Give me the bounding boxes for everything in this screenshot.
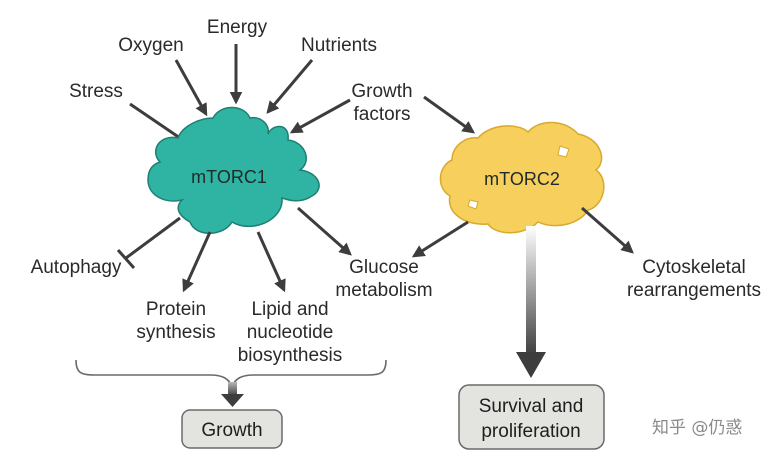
inhibition-mtorc1-to-autophagy [116, 216, 181, 269]
arrow-mtorc2-to-cytoskeletal [581, 206, 634, 254]
input-oxygen-label: Oxygen [118, 35, 183, 56]
mtorc2-label: mTORC2 [484, 169, 560, 189]
mtorc2-fragment-shape [467, 199, 479, 210]
output-glucose-metabolism-line2: metabolism [335, 280, 432, 301]
arrow-mtorc1-to-lipid-biosynthesis [256, 231, 286, 293]
survival-box-label-line1: Survival and [479, 396, 584, 417]
watermark-text: 知乎 @仍惑 [652, 418, 742, 438]
mtorc2-fragment-shape [557, 145, 570, 158]
input-nutrients-label: Nutrients [301, 35, 377, 56]
arrow-mtorc1-to-protein-synthesis [182, 231, 212, 293]
arrow-mtorc2-to-glucose-metabolism [411, 220, 469, 258]
growth-arrow-head [221, 394, 244, 407]
output-protein-synthesis-line1: Protein [146, 299, 206, 320]
growth-box [181, 409, 283, 449]
output-glucose-metabolism-line1: Glucose [349, 257, 419, 278]
mtorc1-label: mTORC1 [191, 167, 267, 187]
input-growth-factors-label-line2: factors [353, 104, 410, 125]
arrow-nutrients-to-mtorc1 [266, 59, 314, 114]
growth-box-label: Growth [201, 420, 262, 441]
growth-arrow-shaft [228, 382, 237, 396]
output-lipid-nucleotide-line3: biosynthesis [238, 345, 343, 366]
output-autophagy-label: Autophagy [31, 257, 122, 278]
output-protein-synthesis-line2: synthesis [136, 322, 215, 343]
arrow-growth-factors-to-mtorc1 [289, 98, 351, 134]
output-cytoskeletal-line2: rearrangements [627, 280, 761, 301]
arrow-growth-factors-to-mtorc2 [423, 95, 476, 134]
output-lipid-nucleotide-line1: Lipid and [251, 299, 328, 320]
arrow-mtorc1-to-glucose-metabolism [297, 206, 352, 256]
survival-box-label-line2: proliferation [481, 421, 580, 442]
survival-arrow-head [516, 352, 546, 378]
survival-arrow-shaft [526, 226, 536, 356]
input-stress-label: Stress [69, 81, 123, 102]
mtorc1-complex-shape [147, 106, 320, 234]
survival-box [458, 384, 605, 450]
arrow-oxygen-to-mtorc1 [174, 59, 208, 117]
output-cytoskeletal-line1: Cytoskeletal [642, 257, 746, 278]
output-lipid-nucleotide-line2: nucleotide [247, 322, 334, 343]
input-growth-factors-label-line1: Growth [351, 81, 412, 102]
input-energy-label: Energy [207, 17, 268, 38]
